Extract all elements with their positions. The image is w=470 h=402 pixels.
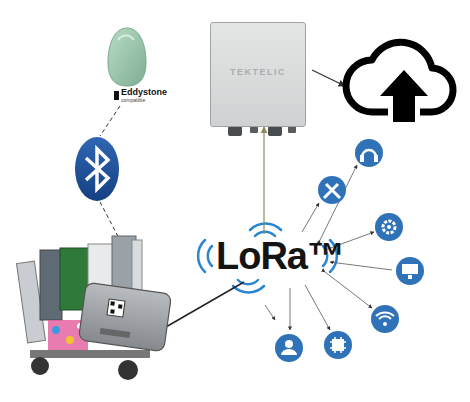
- gateway-connector: [228, 126, 242, 136]
- node-text: TEKTELIC: [211, 67, 305, 77]
- bluetooth-logo: [75, 137, 119, 201]
- lora-hub: LoRa™: [216, 234, 324, 278]
- beacon-device: [108, 28, 146, 86]
- tracker-illustration: [17, 236, 172, 380]
- gateway-box: TEKTELIC: [210, 22, 306, 127]
- radio-waves: [198, 224, 337, 293]
- node-text: compatible: [121, 97, 171, 103]
- upload-arrow: [312, 70, 345, 86]
- node-text: Eddystone: [121, 87, 171, 97]
- bluetooth-rune: [86, 149, 108, 189]
- bluetooth-dashed-link: [100, 106, 120, 136]
- gear-icon: [375, 213, 403, 241]
- beacon-highlight: [118, 36, 134, 41]
- gateway-connector: [288, 126, 296, 133]
- upload-arrow-symbol: [380, 70, 428, 122]
- person-icon: [275, 334, 303, 362]
- node-text: LoRa™: [216, 234, 324, 278]
- beacon-label: Eddystonecompatible: [121, 87, 171, 109]
- headset-icon: [355, 139, 383, 167]
- wifi-icon: [371, 305, 399, 333]
- link-arrow: [263, 127, 264, 234]
- gateway-connector: [250, 126, 258, 133]
- chip-icon: [324, 331, 352, 359]
- gateway-connector: [268, 126, 282, 136]
- tools-icon: [318, 176, 346, 204]
- monitor-icon: [396, 257, 424, 285]
- eddystone-logo-symbol: [114, 91, 119, 100]
